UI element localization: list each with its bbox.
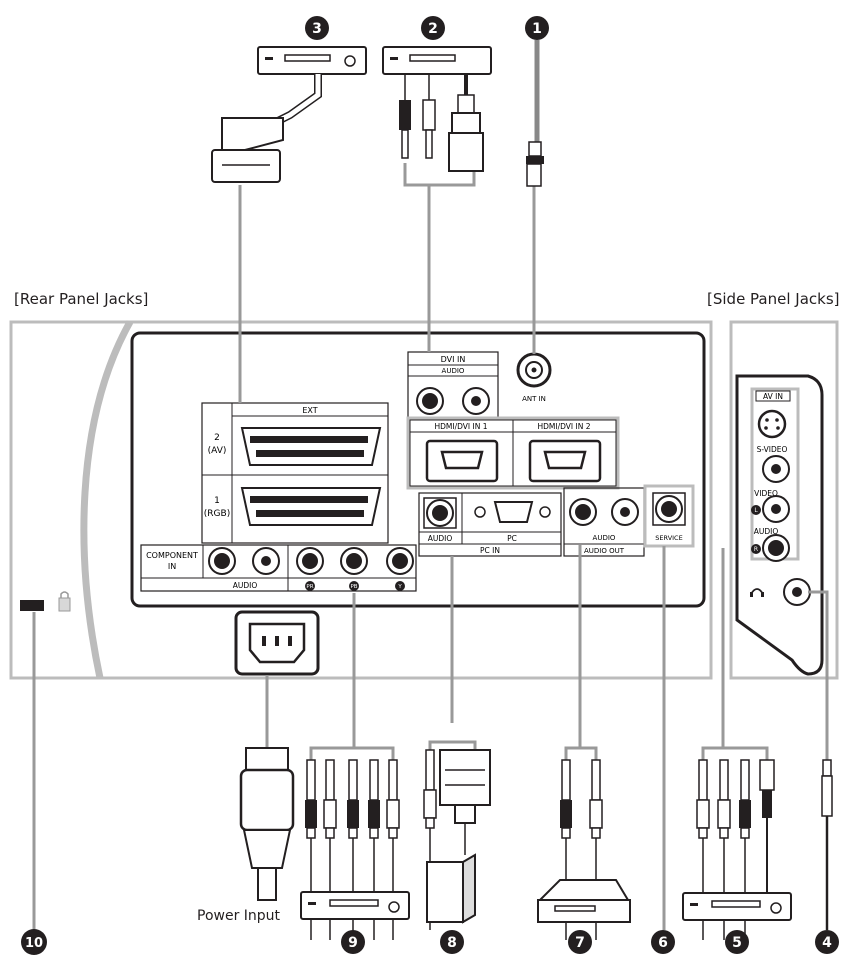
svg-text:R: R xyxy=(754,546,758,553)
callout-10: 10 xyxy=(25,936,43,951)
audio-out-audio-label: AUDIO xyxy=(593,534,616,542)
side-video-label: VIDEO xyxy=(754,489,778,498)
side-panel-heading: [Side Panel Jacks] xyxy=(707,290,840,308)
ext-label: EXT xyxy=(302,406,317,415)
component-pr-jack[interactable] xyxy=(296,547,324,575)
headphone-icon xyxy=(750,588,764,597)
callout-4: 4 xyxy=(822,935,832,951)
component-pb-jack[interactable] xyxy=(340,547,368,575)
badge-pr: PR xyxy=(306,584,313,590)
pc-audio-label: AUDIO xyxy=(428,534,453,543)
callout-5: 5 xyxy=(732,935,742,951)
side-av-device xyxy=(682,759,792,941)
svg-text:IN: IN xyxy=(168,562,176,571)
svg-text:(RGB): (RGB) xyxy=(204,509,230,519)
scart-device xyxy=(211,46,367,183)
audio-out-label: AUDIO OUT xyxy=(584,547,625,555)
callout-3: 3 xyxy=(312,21,322,37)
callout-9: 9 xyxy=(348,935,358,951)
headphone-plug xyxy=(821,759,833,930)
side-video-jack[interactable] xyxy=(762,455,790,483)
power-input-caption: Power Input xyxy=(197,908,281,924)
connection-lines xyxy=(32,163,829,930)
pc-device xyxy=(423,749,491,931)
component-in-label: COMPONENT xyxy=(146,551,198,560)
s-video-jack[interactable] xyxy=(757,409,787,439)
callout-2: 2 xyxy=(428,21,438,37)
dvi-device xyxy=(382,46,492,172)
rear-panel-curve xyxy=(80,320,134,679)
component-audio-l-jack[interactable] xyxy=(252,547,280,575)
callout-7: 7 xyxy=(575,935,585,951)
scart-2-label: 2 xyxy=(214,433,220,443)
ant-in-label: ANT IN xyxy=(522,395,546,403)
scart-1-socket[interactable] xyxy=(240,487,382,526)
side-audio-l-jack[interactable] xyxy=(762,495,790,523)
callout-6: 6 xyxy=(658,935,668,951)
badge-pb: PB xyxy=(350,584,357,590)
callout-numbers: 1 2 3 4 5 6 7 8 9 10 xyxy=(21,16,839,955)
pc-label: PC xyxy=(507,534,517,543)
hdmi-1-label: HDMI/DVI IN 1 xyxy=(435,422,488,431)
av-in-label: AV IN xyxy=(763,392,783,401)
kensington-lock-icon xyxy=(58,591,71,612)
rear-panel-outline xyxy=(9,320,713,680)
component-device xyxy=(300,759,410,941)
side-panel-outline xyxy=(729,320,839,680)
dvi-in-label: DVI IN xyxy=(441,355,466,364)
service-label: SERVICE xyxy=(655,534,682,542)
svg-text:L: L xyxy=(754,507,758,514)
component-audio-r-jack[interactable] xyxy=(208,547,236,575)
kensington-slot xyxy=(20,600,44,611)
vga-port[interactable] xyxy=(493,501,534,523)
component-audio-label: AUDIO xyxy=(233,581,258,590)
badge-y: Y xyxy=(397,584,402,590)
headphone-jack[interactable] xyxy=(783,578,811,606)
audio-out-r-jack[interactable] xyxy=(569,498,597,526)
side-audio-label: AUDIO xyxy=(754,527,779,536)
antenna-cable xyxy=(526,40,544,187)
s-video-label: S-VIDEO xyxy=(757,445,788,454)
hdmi-2-label: HDMI/DVI IN 2 xyxy=(538,422,591,431)
power-plug xyxy=(239,747,295,901)
dvi-audio-label: AUDIO xyxy=(442,367,465,375)
audio-out-device xyxy=(537,759,631,941)
dvi-audio-l-jack[interactable] xyxy=(462,387,490,415)
scart-2-socket[interactable] xyxy=(240,427,382,466)
svg-text:(AV): (AV) xyxy=(208,446,227,456)
dvi-audio-r-jack[interactable] xyxy=(416,387,444,415)
scart-1-label: 1 xyxy=(214,496,220,506)
callout-1: 1 xyxy=(532,21,542,37)
pc-in-label: PC IN xyxy=(480,546,500,555)
rear-panel-heading: [Rear Panel Jacks] xyxy=(14,290,149,308)
callout-8: 8 xyxy=(447,935,457,951)
component-y-jack[interactable] xyxy=(386,547,414,575)
side-audio-r-jack[interactable] xyxy=(762,534,790,562)
audio-out-l-jack[interactable] xyxy=(611,498,639,526)
